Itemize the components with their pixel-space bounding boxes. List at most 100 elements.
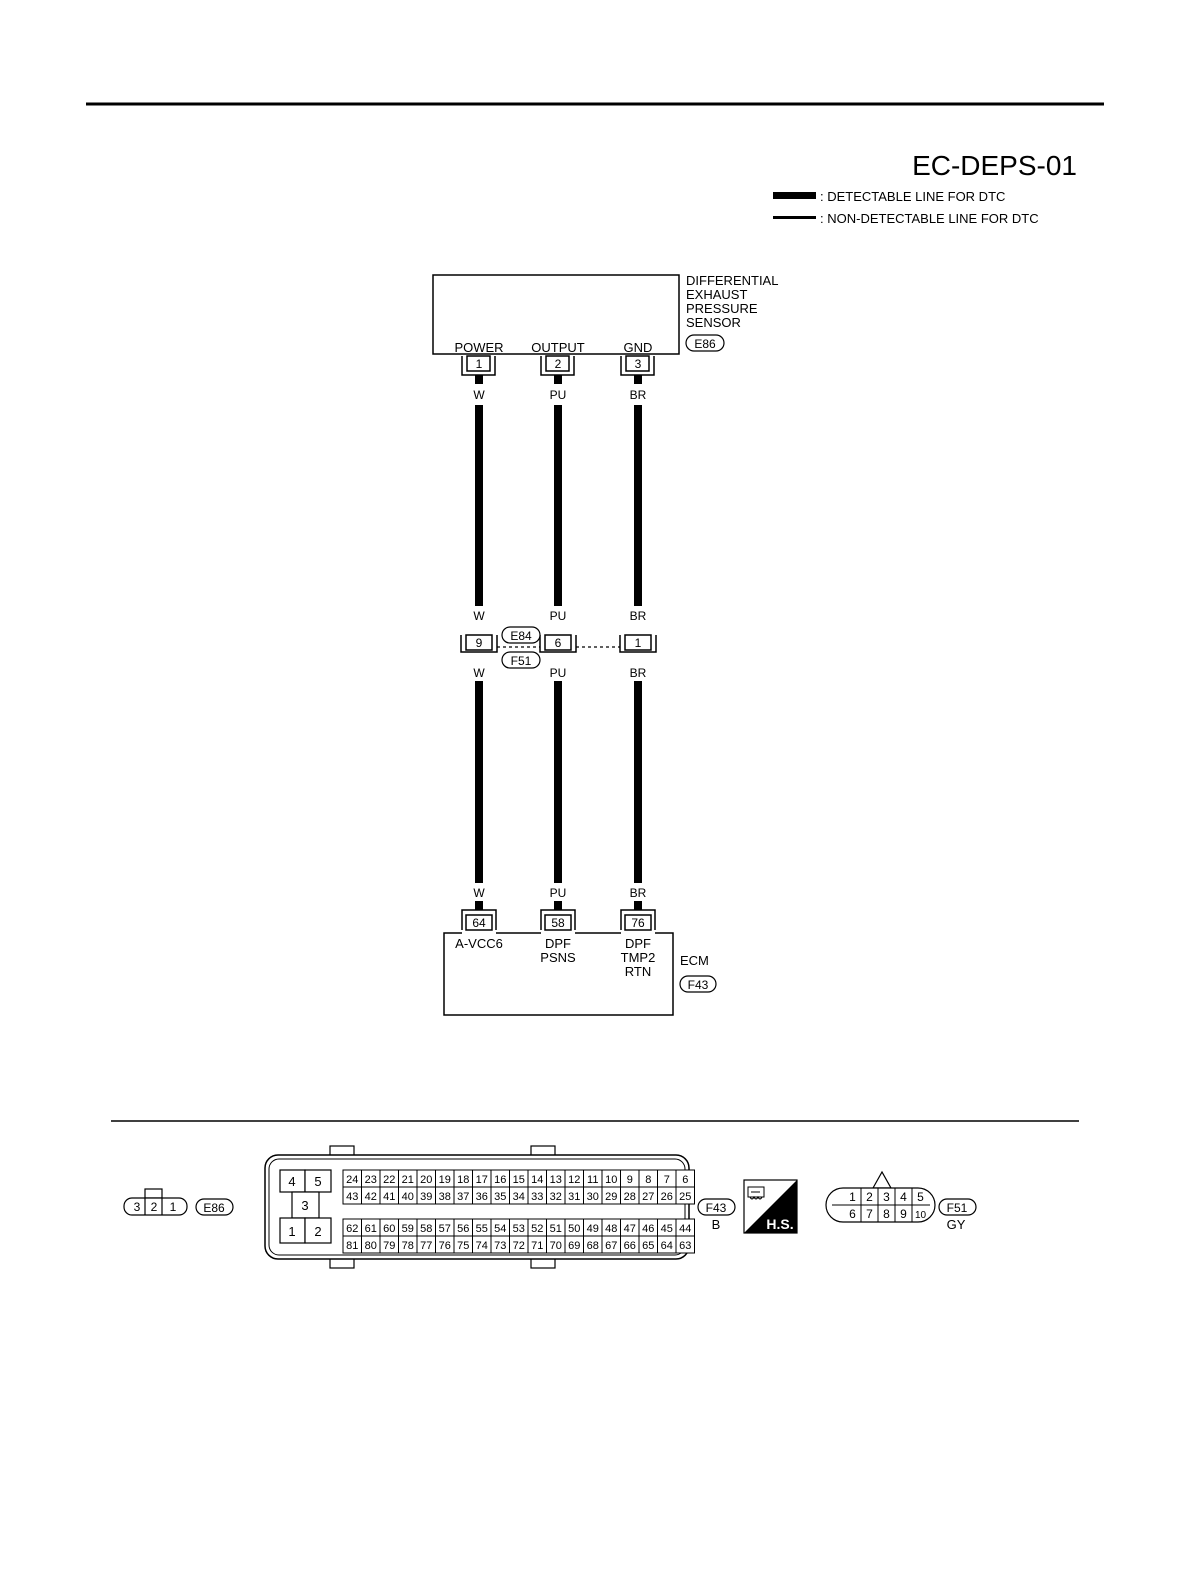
- f43-pin-31: 31: [568, 1191, 580, 1203]
- hs-label: H.S.: [766, 1216, 793, 1232]
- differential-exhaust-pressure-sensor: DIFFERENTIAL EXHAUST PRESSURE SENSOR E86…: [432, 273, 778, 355]
- f43-pin-55: 55: [476, 1223, 488, 1235]
- f43-pin-22: 22: [383, 1174, 395, 1186]
- sensor-pin-3: 3: [620, 355, 655, 376]
- f43-pin-67: 67: [605, 1240, 617, 1252]
- f43-pin-59: 59: [402, 1223, 414, 1235]
- f51-pin-3: 3: [883, 1190, 890, 1204]
- wire-w-segment-1: [475, 405, 483, 606]
- f43-pin-28: 28: [624, 1191, 636, 1203]
- f43-pin-81: 81: [346, 1240, 358, 1252]
- f51-view-id: F51: [947, 1201, 968, 1215]
- svg-text:64: 64: [472, 916, 486, 930]
- sensor-name-line-3: PRESSURE: [686, 301, 758, 316]
- f43-pin-37: 37: [457, 1191, 469, 1203]
- svg-text:1: 1: [635, 636, 642, 650]
- sensor-connector-id: E86: [694, 337, 716, 351]
- e86-pin-2: 2: [151, 1200, 158, 1214]
- f43-pin-cell: [675, 1235, 695, 1254]
- f43-pin-48: 48: [605, 1223, 617, 1235]
- f43-pin-40: 40: [402, 1191, 414, 1203]
- f43-pin-17: 17: [476, 1174, 488, 1186]
- ecm: 64 58 76 A-VCC6 DPF PSNS DPF TMP2 RTN EC…: [443, 909, 717, 1016]
- f43-pin-cell: [675, 1186, 695, 1205]
- ecm-pin-label-76-line-2: TMP2: [621, 950, 656, 965]
- e86-housing: [123, 1197, 188, 1216]
- f43-pin-6: 6: [682, 1174, 688, 1186]
- wire-label-pu-4: PU: [550, 886, 567, 900]
- wire-pu-segment-2: [554, 681, 562, 883]
- f43-pin-8: 8: [645, 1174, 651, 1186]
- f43-pin-60: 60: [383, 1223, 395, 1235]
- f43-pin-21: 21: [402, 1174, 414, 1186]
- f43-pin-72: 72: [513, 1240, 525, 1252]
- ecm-connector-badge: [679, 975, 717, 993]
- joint-lower-connector-id: F51: [511, 654, 532, 668]
- svg-text:58: 58: [551, 916, 565, 930]
- f43-pin-76: 76: [439, 1240, 451, 1252]
- f43-pin-52: 52: [531, 1223, 543, 1235]
- ecm-connector-id: F43: [688, 978, 709, 992]
- f43-view-badge: [697, 1198, 736, 1216]
- e86-pin-3: 3: [134, 1200, 141, 1214]
- f43-pin-58: 58: [420, 1223, 432, 1235]
- f43-pin-26: 26: [661, 1191, 673, 1203]
- wire-label-br-3: BR: [630, 666, 647, 680]
- wire-label-br-2: BR: [630, 609, 647, 623]
- wire-label-pu-3: PU: [550, 666, 567, 680]
- f43-pin-11: 11: [587, 1174, 598, 1186]
- f43-pin-24: 24: [346, 1174, 358, 1186]
- svg-text:1: 1: [476, 357, 483, 371]
- sensor-name-line-4: SENSOR: [686, 315, 741, 330]
- f43-housing-inner: [268, 1158, 686, 1256]
- wire-label-w-3: W: [473, 666, 485, 680]
- f43-pin-12: 12: [568, 1174, 580, 1186]
- f43-pin-77: 77: [420, 1240, 432, 1252]
- f43-pin-57: 57: [439, 1223, 451, 1235]
- wire-br-segment-1: [634, 405, 642, 606]
- f43-view-color: B: [712, 1217, 721, 1232]
- ecm-name: ECM: [680, 953, 709, 968]
- ecm-pin-label-76-line-3: RTN: [625, 964, 651, 979]
- f43-pin-25: 25: [679, 1191, 691, 1203]
- wire-label-w-2: W: [473, 609, 485, 623]
- wire-br-upper-stub: [634, 375, 642, 384]
- f43-pin-51: 51: [550, 1223, 562, 1235]
- f43-pin-43: 43: [346, 1191, 358, 1203]
- svg-text:76: 76: [631, 916, 645, 930]
- f43-pin-71: 71: [531, 1240, 543, 1252]
- f43-pin-9: 9: [627, 1174, 633, 1186]
- f43-pin-35: 35: [494, 1191, 506, 1203]
- sensor-pins: 1 2 3: [461, 355, 655, 376]
- diagram-id: EC-DEPS-01: [912, 150, 1077, 181]
- f43-pin-18: 18: [457, 1174, 469, 1186]
- sensor-name-line-2: EXHAUST: [686, 287, 747, 302]
- wires: W PU BR W PU BR W PU BR W PU BR: [473, 375, 647, 910]
- f43-pin-65: 65: [642, 1240, 654, 1252]
- f43-pin-78: 78: [402, 1240, 414, 1252]
- legend-detectable-label: : DETECTABLE LINE FOR DTC: [820, 189, 1005, 204]
- e86-view-id: E86: [203, 1201, 225, 1215]
- f43-pin-80: 80: [365, 1240, 377, 1252]
- wire-w-lower-stub: [475, 901, 483, 910]
- joint-connector-e84-f51: 9 6 1 E84 F51: [460, 626, 657, 669]
- sensor-body: [432, 274, 680, 355]
- f51-pin-9: 9: [900, 1207, 907, 1221]
- f43-pin-41: 41: [383, 1191, 395, 1203]
- wire-pu-lower-stub: [554, 901, 562, 910]
- f43-pin-49: 49: [587, 1223, 599, 1235]
- f43-pin-33: 33: [531, 1191, 543, 1203]
- f43-pin-34: 34: [513, 1191, 525, 1203]
- harness-side-icon: H.S.: [743, 1179, 798, 1234]
- f43-pin-10: 10: [605, 1174, 617, 1186]
- f43-pin-42: 42: [365, 1191, 377, 1203]
- ecm-pin-76: 76: [620, 909, 656, 931]
- sensor-name-line-1: DIFFERENTIAL: [686, 273, 778, 288]
- f43-pin-63: 63: [679, 1240, 691, 1252]
- joint-upper-connector-id: E84: [510, 629, 532, 643]
- svg-text:3: 3: [635, 357, 642, 371]
- f43-block-pin-1: 1: [288, 1224, 295, 1239]
- legend: : DETECTABLE LINE FOR DTC : NON-DETECTAB…: [773, 189, 1039, 226]
- joint-upper-connector-badge: [501, 626, 541, 644]
- f43-pin-47: 47: [624, 1223, 636, 1235]
